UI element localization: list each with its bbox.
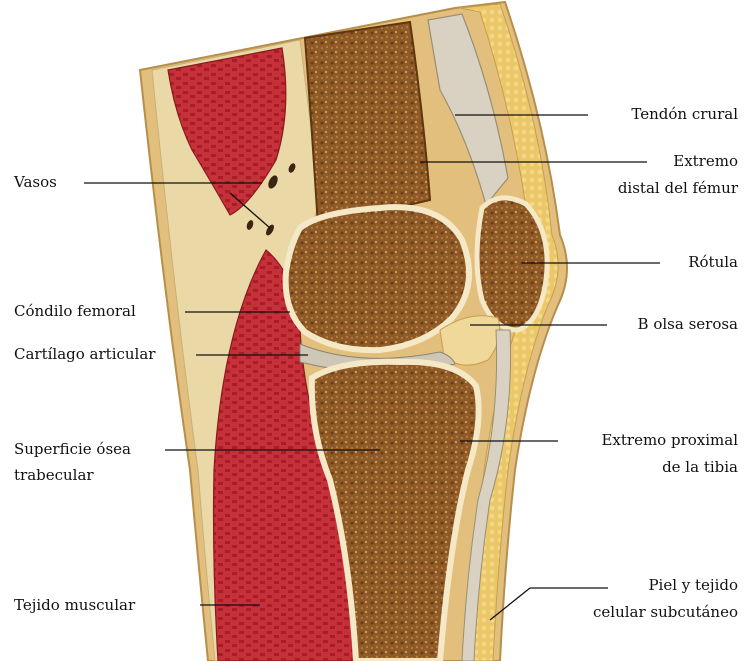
femur-shaft xyxy=(305,22,430,226)
label-bolsa-serosa: B olsa serosa xyxy=(638,315,738,334)
label-extremo-distal-line1: Extremo xyxy=(673,152,738,171)
label-piel-line2: celular subcutáneo xyxy=(593,603,738,622)
label-vasos: Vasos xyxy=(14,173,57,192)
label-condilo-femoral: Cóndilo femoral xyxy=(14,302,136,321)
label-piel-line1: Piel y tejido xyxy=(648,576,738,595)
label-rotula: Rótula xyxy=(688,253,738,272)
label-superficie-osea-line1: Superficie ósea xyxy=(14,440,131,459)
label-tejido-muscular: Tejido muscular xyxy=(14,596,135,615)
patella xyxy=(477,198,547,330)
label-extremo-distal-line2: distal del fémur xyxy=(618,179,738,198)
label-superficie-osea-line2: trabecular xyxy=(14,466,94,485)
label-cartilago-articular: Cartílago articular xyxy=(14,345,155,364)
label-tendon-crural: Tendón crural xyxy=(631,105,738,124)
label-extremo-proximal-line2: de la tibia xyxy=(662,458,738,477)
label-extremo-proximal-line1: Extremo proximal xyxy=(601,431,738,450)
